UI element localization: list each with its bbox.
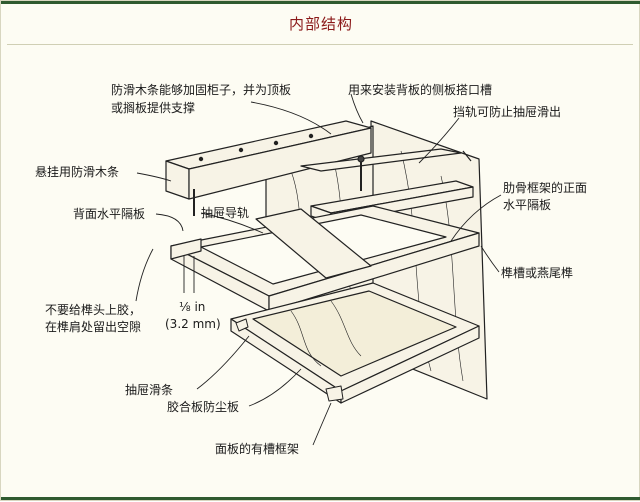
label-no-glue-tenon-2: 在榫肩处留出空隙	[45, 320, 142, 334]
label-front-rail-2: 水平隔板	[503, 198, 552, 212]
drawer-frame-lower	[230, 282, 480, 404]
label-joinery: 榫槽或燕尾榫	[501, 266, 574, 280]
screws	[193, 155, 365, 216]
label-dust-panel: 胶合板防尘板	[167, 400, 240, 414]
label-gap-inch: ⅛ in	[179, 300, 206, 314]
title-divider	[7, 44, 633, 45]
anti-slip-strip-top	[165, 120, 372, 200]
label-drawer-stop: 挡轨可防止抽屉滑出	[453, 105, 562, 119]
label-panel-frame: 面板的有槽框架	[215, 442, 300, 456]
drawer-frame-middle	[170, 205, 480, 312]
label-back-panel-groove: 用来安装背板的侧板搭口槽	[348, 83, 493, 97]
label-drawer-guide: 抽屉导轨	[201, 206, 250, 220]
label-anti-slip-strip: 防滑木条能够加固柜子，并为顶板	[111, 83, 292, 97]
page-title: 内部结构	[288, 15, 353, 33]
label-drawer-runner: 抽屉滑条	[125, 383, 174, 397]
label-rear-rail: 背面水平隔板	[73, 207, 146, 221]
top-rule	[1, 1, 640, 4]
label-anti-slip-strip-2: 或搁板提供支撑	[111, 101, 196, 115]
bottom-rule	[1, 497, 640, 500]
label-hanging-strip: 悬挂用防滑木条	[35, 165, 120, 179]
label-front-rail: 肋骨框架的正面	[503, 181, 588, 195]
label-no-glue-tenon: 不要给榫头上胶，	[45, 303, 142, 317]
leader-lines	[135, 93, 502, 446]
label-gap-mm: (3.2 mm)	[165, 317, 221, 331]
